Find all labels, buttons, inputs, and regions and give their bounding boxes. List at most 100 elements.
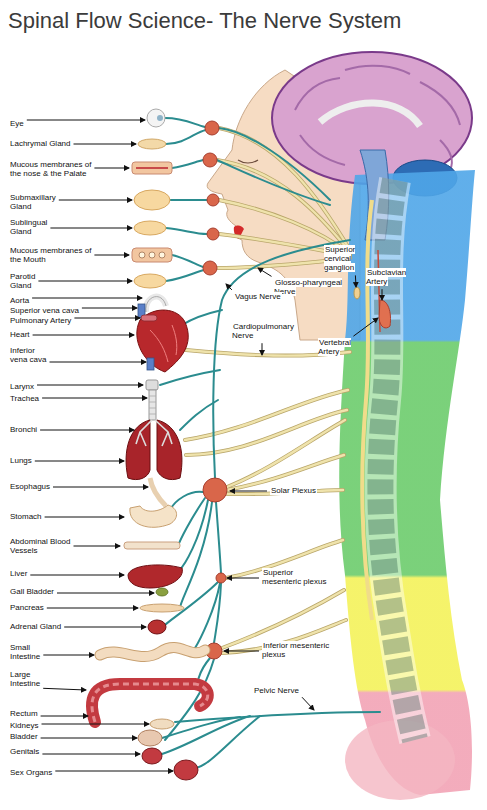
trachea <box>149 390 156 420</box>
mouth-dots <box>139 252 165 258</box>
larynx <box>146 380 158 390</box>
label-box: Inferior vena cava <box>10 346 52 364</box>
adrenal-gland <box>148 620 166 634</box>
label-box: Mucous membranes of the Mouth <box>10 246 100 264</box>
leader-arrow <box>41 716 88 717</box>
submaxillary-gland <box>134 190 170 210</box>
label-box: Superior mesenteric plexus <box>262 568 332 586</box>
heart-vessels <box>150 325 177 362</box>
organ-label: Stomach <box>10 512 42 521</box>
organ-label: Lachrymal Gland <box>10 139 70 148</box>
leader-arrow <box>258 268 272 276</box>
leader-arrow <box>55 771 173 772</box>
esophagus <box>150 478 166 506</box>
sex-organs <box>174 760 198 780</box>
organ-label: Aorta <box>10 296 29 305</box>
heart <box>137 310 188 372</box>
leader-arrow <box>41 738 137 739</box>
label-box: Kidneys <box>10 721 38 730</box>
inferior-vena-cava <box>147 358 154 370</box>
leader-arrow <box>64 627 146 628</box>
label-box: Inferior mesenteric plexus <box>262 641 332 659</box>
leader-arrow <box>227 578 259 579</box>
label-box: Gall Bladder <box>10 587 54 596</box>
organ-label: Sex Organs <box>10 768 52 777</box>
nose-membrane <box>132 162 172 174</box>
label-box: Larynx <box>10 382 34 391</box>
trachea-rings <box>149 396 156 414</box>
organ-label: Larynx <box>10 382 34 391</box>
label-box: Heart <box>10 330 30 339</box>
lachrymal-gland <box>138 139 166 149</box>
nerve-label: Glosso-pharyngeal Nerve <box>274 278 342 296</box>
label-box: Aorta <box>10 296 29 305</box>
leader-arrow <box>57 593 154 594</box>
pancreas <box>140 604 184 612</box>
label-box: Subclavian Artery <box>366 268 410 286</box>
label-box: Cardiopulmonary Nerve <box>232 322 298 340</box>
organ-label: Gall Bladder <box>10 587 54 596</box>
leader-arrow <box>47 608 138 609</box>
leader-arrow <box>38 281 132 282</box>
organ-label: Lungs <box>10 456 32 465</box>
label-box: Solar Plexus <box>270 486 317 495</box>
ganglia <box>203 121 227 659</box>
large-intestine-stripe <box>92 684 208 722</box>
kidneys <box>150 719 174 729</box>
bladder <box>138 730 162 746</box>
label-box: Large Intestine <box>10 670 52 688</box>
nerve-label: Subclavian Artery <box>366 268 406 286</box>
leader-arrow <box>45 517 124 518</box>
teal-nerves <box>160 118 380 768</box>
spine-band <box>339 170 475 795</box>
label-box: Genitals <box>10 747 39 756</box>
leader-arrow <box>42 724 150 725</box>
leader-arrow <box>74 546 121 547</box>
vertebrae <box>380 180 415 740</box>
organ-label: Large Intestine <box>10 670 40 688</box>
spinal-cord <box>362 200 372 620</box>
label-box: Pulmonary Artery <box>10 316 71 325</box>
stomach <box>130 505 177 527</box>
sublingual-gland <box>134 221 166 235</box>
nerve-label: Superior cervical ganglion <box>324 245 355 272</box>
label-box: Stomach <box>10 512 42 521</box>
leader-arrow <box>74 144 137 145</box>
leader-arrow <box>262 343 263 355</box>
nerve-label: Vagus Nerve <box>234 292 282 301</box>
genitals <box>142 748 162 764</box>
liver <box>128 565 182 588</box>
organ-label: Pancreas <box>10 603 44 612</box>
leader-arrow <box>53 487 148 488</box>
leader-arrow <box>353 318 378 336</box>
label-box: Pelvic Nerve <box>253 686 300 695</box>
organ-label: Heart <box>10 330 30 339</box>
leader-arrow <box>50 228 132 229</box>
parotid-gland <box>134 274 166 288</box>
small-intestine <box>100 648 205 657</box>
leader-arrow <box>59 200 132 201</box>
nerve-label: Inferior mesenteric plexus <box>262 641 329 659</box>
organ-label: Submaxillary Gland <box>10 193 56 211</box>
organ-label: Mucous membranes of the nose & the Palat… <box>10 160 91 178</box>
leader-arrow <box>30 575 124 576</box>
label-box: Esophagus <box>10 482 50 491</box>
label-box: Glosso-pharyngeal Nerve <box>274 278 346 296</box>
mouth-membrane <box>132 248 172 262</box>
label-box: Sex Organs <box>10 768 52 777</box>
eye <box>147 109 165 127</box>
label-box: Mucous membranes of the nose & the Palat… <box>10 160 100 178</box>
label-box: Vertebral Artery <box>318 338 358 356</box>
organ-label: Abdominal Blood Vessels <box>10 537 70 555</box>
organ-label: Sublingual Gland <box>10 218 47 236</box>
pulmonary-artery <box>141 315 157 321</box>
leader-arrow <box>94 168 129 169</box>
organ-label: Bronchi <box>10 425 37 434</box>
label-box: Abdominal Blood Vessels <box>10 537 76 555</box>
abdominal-vessels <box>124 542 180 549</box>
organ-label: Superior vena cava <box>10 306 79 315</box>
label-box: Lungs <box>10 456 32 465</box>
label-box: Eye <box>10 119 24 128</box>
